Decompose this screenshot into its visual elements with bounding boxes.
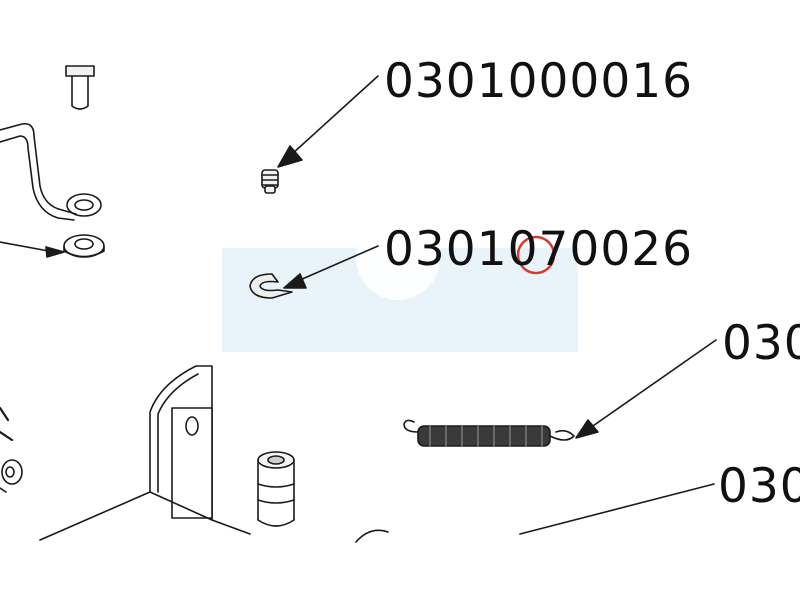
partial-part-bottom	[355, 529, 389, 543]
leader-030-lower	[519, 483, 715, 535]
e-clip-part	[249, 273, 293, 299]
part-number-label: 0301070026	[384, 222, 694, 277]
arrowhead-washer	[45, 246, 65, 258]
bracket-plate-part	[39, 365, 251, 541]
part-number-label: 030	[722, 316, 800, 371]
bent-rod-part	[0, 122, 102, 221]
bolt-part	[65, 65, 95, 110]
leader-0301000016	[291, 75, 379, 155]
arrowhead-0301000016	[277, 145, 303, 168]
leader-washer	[0, 241, 55, 253]
small-screw-part	[261, 169, 279, 194]
part-number-label: 030	[718, 459, 800, 514]
arrowhead-030-upper	[575, 419, 599, 439]
arrowhead-0301070026	[283, 273, 307, 289]
partial-part-left	[0, 406, 23, 493]
pin-part	[257, 451, 295, 527]
leader-0301070026	[299, 245, 379, 281]
washer-part	[63, 234, 105, 258]
part-number-label: 0301000016	[384, 54, 694, 109]
leader-030-upper	[589, 339, 717, 429]
white-glare	[356, 216, 440, 300]
spring-part	[403, 419, 575, 447]
annotation-circle-marker	[516, 235, 556, 275]
